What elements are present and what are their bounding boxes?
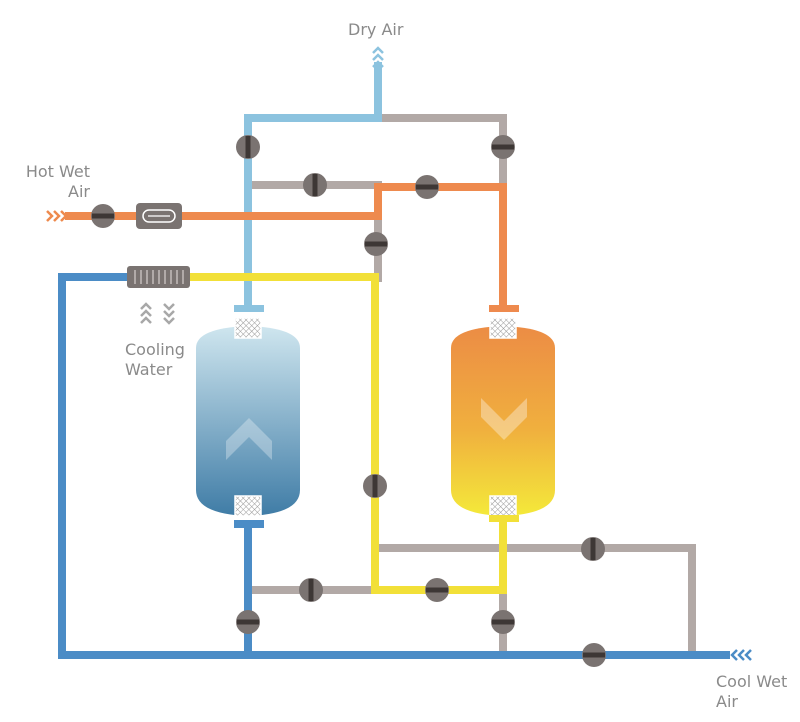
left-vessel-top-flange	[234, 305, 264, 312]
cooler-icon	[127, 266, 190, 288]
grey-pipe-return	[378, 544, 696, 655]
cooling-water-label-line2: Water	[125, 360, 173, 379]
valve-icon	[363, 474, 387, 498]
heater-icon	[136, 203, 182, 229]
cooling-water-label: Cooling Water	[125, 340, 185, 380]
right-vessel-body	[451, 326, 555, 516]
right-vessel-bottom-flange	[489, 515, 519, 522]
dry-air-pipes	[244, 62, 382, 305]
valve-icon	[415, 175, 439, 199]
valve-icon	[303, 173, 327, 197]
mesh-filter-icon	[489, 317, 517, 339]
dry-air-label: Dry Air	[348, 20, 404, 39]
valve-icon	[491, 135, 515, 159]
dry-air-pipe	[244, 62, 382, 305]
cool-wet-air-label-line1: Cool Wet	[716, 672, 788, 691]
grey-pipe-upper-cross	[248, 181, 382, 282]
valve-icon	[299, 578, 323, 602]
chevron-down-icon	[481, 398, 527, 440]
cool-wet-air-label-line2: Air	[716, 692, 738, 711]
mesh-filter-icon	[234, 317, 262, 339]
arrow-marker-icon	[140, 302, 175, 325]
valve-icon	[582, 643, 606, 667]
valve-icon	[364, 232, 388, 256]
valve-icon	[236, 610, 260, 634]
cool-pipe-loop	[58, 273, 730, 659]
cooling-water-label-line1: Cooling	[125, 340, 185, 359]
yellow-pipe-main	[190, 273, 507, 594]
chevron-up-icon	[226, 418, 272, 460]
cool-wet-air-label: Cool Wet Air	[716, 672, 787, 712]
hot-wet-air-label-line2: Air	[68, 182, 90, 201]
left-vessel	[196, 305, 300, 528]
arrow-marker-icon	[46, 210, 68, 222]
hot-wet-air-label: Hot Wet Air	[14, 162, 90, 202]
left-vessel-bottom-flange	[234, 520, 264, 528]
valve-icon	[425, 578, 449, 602]
valve-icon	[236, 135, 260, 159]
hot-wet-air-label-line1: Hot Wet	[25, 162, 90, 181]
yellow-pipes	[190, 273, 507, 594]
right-vessel-top-flange	[489, 305, 519, 312]
mesh-filter-icon	[234, 495, 262, 517]
valves	[91, 135, 606, 667]
cool-pipes	[58, 273, 730, 659]
valve-icon	[491, 610, 515, 634]
right-vessel	[451, 305, 555, 522]
valve-icon	[91, 204, 115, 228]
left-vessel-body	[196, 326, 300, 516]
mesh-filter-icon	[489, 495, 517, 517]
grey-pipe-top-right	[378, 114, 507, 185]
hot-air-pipe-right	[374, 183, 507, 305]
valve-icon	[581, 537, 605, 561]
arrow-marker-icon	[372, 46, 384, 68]
arrow-marker-icon	[730, 649, 752, 661]
